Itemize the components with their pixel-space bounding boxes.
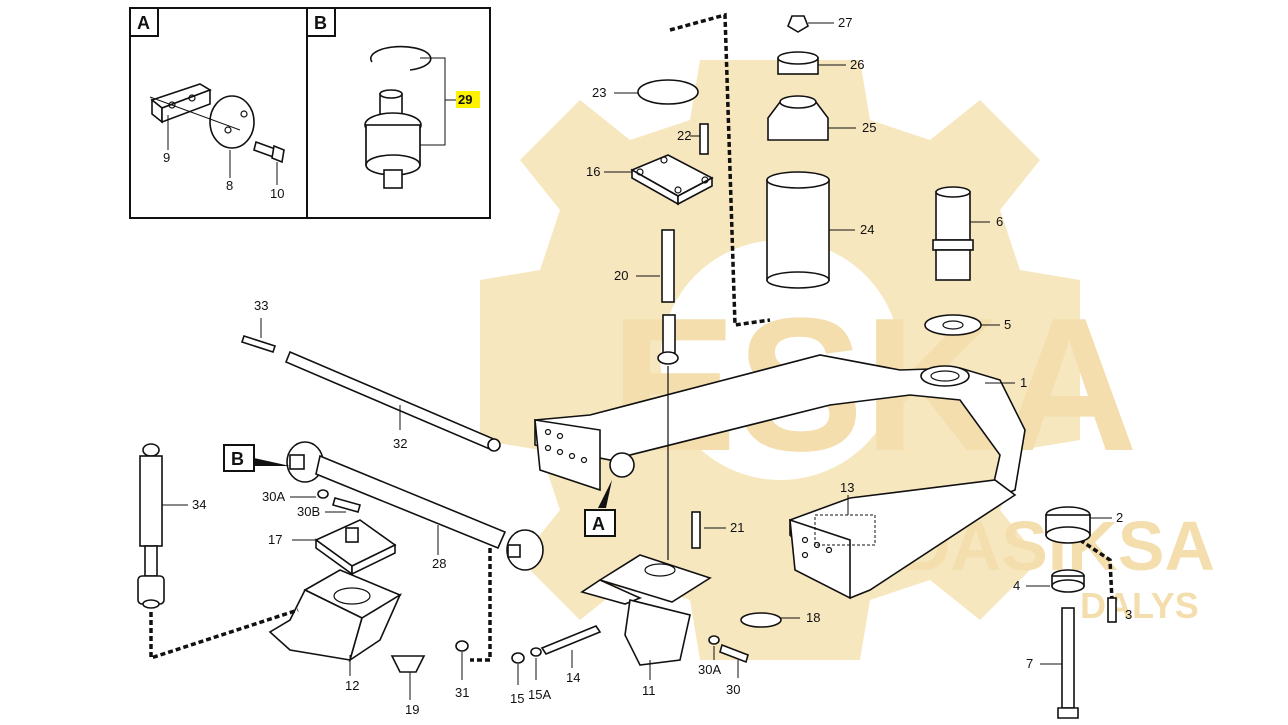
washer-icon (209, 95, 255, 149)
inset-box-a: A 9 8 10 (129, 7, 308, 219)
callout-b: B (223, 444, 290, 472)
label-15a: 15A (528, 687, 551, 702)
label-2: 2 (1116, 510, 1123, 525)
circlip-icon (369, 45, 432, 71)
spring-14-icon (540, 625, 602, 655)
label-17: 17 (268, 532, 282, 547)
inset-a-letter: A (137, 13, 150, 33)
label-9: 9 (163, 150, 170, 165)
label-31: 31 (455, 685, 469, 700)
label-19: 19 (405, 702, 419, 717)
label-30a-right: 30A (698, 662, 721, 677)
bushing-assembly: 2 4 3 7 (1013, 506, 1132, 719)
label-29: 29 (458, 92, 472, 107)
label-30: 30 (726, 682, 740, 697)
label-30b: 30B (297, 504, 320, 519)
label-15: 15 (510, 691, 524, 706)
king-pin: 6 5 (924, 186, 1011, 336)
callout-a: A (584, 480, 616, 537)
label-27: 27 (838, 15, 852, 30)
label-6: 6 (996, 214, 1003, 229)
label-25: 25 (862, 120, 876, 135)
label-7: 7 (1026, 656, 1033, 671)
torque-rod: 28 (286, 441, 544, 571)
label-20: 20 (614, 268, 628, 283)
label-4: 4 (1013, 578, 1020, 593)
bracket-17: 17 30A 30B (262, 489, 397, 576)
inset-b-letter: B (314, 13, 327, 33)
label-11: 11 (642, 683, 656, 698)
bracket-16: 16 22 23 (586, 79, 714, 206)
label-13: 13 (840, 480, 854, 495)
shock-absorber: 34 (137, 443, 206, 609)
label-26: 26 (850, 57, 864, 72)
bracket-12: 12 19 31 (268, 569, 469, 717)
label-12: 12 (345, 678, 359, 693)
label-8: 8 (226, 178, 233, 193)
label-24: 24 (860, 222, 874, 237)
label-34: 34 (192, 497, 206, 512)
rod-20: 20 (614, 229, 679, 560)
label-18: 18 (806, 610, 820, 625)
spring-stack: 24 25 26 27 (766, 15, 876, 289)
pad-19-icon (390, 655, 426, 673)
axle-frame: 1 13 (534, 354, 1027, 600)
dashed-line-4 (1079, 538, 1114, 601)
label-33: 33 (254, 298, 268, 313)
inset-box-b: B 29 (306, 7, 491, 219)
label-30a-left: 30A (262, 489, 285, 504)
label-23: 23 (592, 85, 606, 100)
watermark-text-2: DALYS (1080, 585, 1199, 626)
label-1: 1 (1020, 375, 1027, 390)
rod-32: 33 32 (240, 298, 501, 452)
label-3: 3 (1125, 607, 1132, 622)
label-16: 16 (586, 164, 600, 179)
label-32: 32 (393, 436, 407, 451)
dashed-line-3 (669, 12, 771, 328)
label-10: 10 (270, 186, 284, 201)
callout-b-letter: B (231, 449, 244, 469)
label-5: 5 (1004, 317, 1011, 332)
label-28: 28 (432, 556, 446, 571)
label-22: 22 (677, 128, 691, 143)
label-21: 21 (730, 520, 744, 535)
dashed-line-2 (470, 548, 492, 662)
label-14: 14 (566, 670, 580, 685)
bracket-11: 11 21 18 14 15 15A 30A 30 (510, 511, 820, 706)
callout-a-letter: A (592, 514, 605, 534)
